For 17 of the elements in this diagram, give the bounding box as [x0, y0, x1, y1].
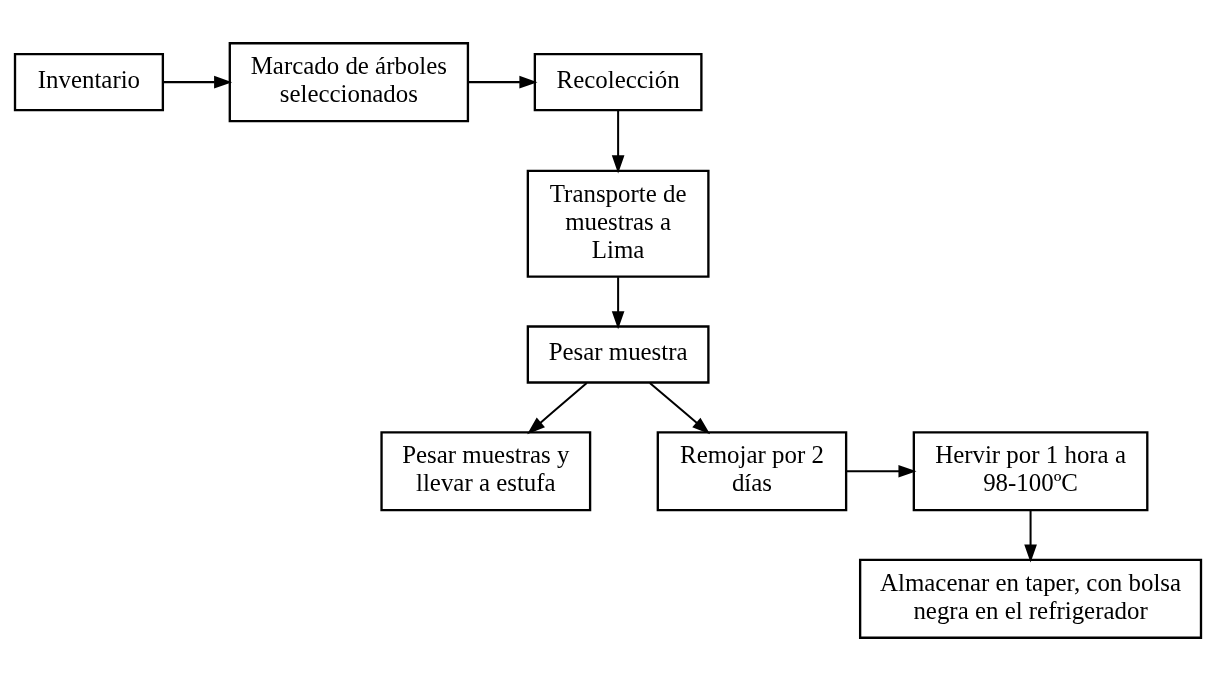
node-box: Hervir por 1 hora a 98-100ºC — [912, 431, 1149, 512]
arrow — [1024, 510, 1037, 563]
arrow — [846, 464, 917, 478]
arrow — [527, 382, 588, 435]
node-box: Remojar por 2 días — [656, 431, 848, 512]
node-box: Pesar muestra — [526, 325, 710, 384]
node-box: Inventario — [13, 52, 165, 112]
node-box: Transporte de muestras a Lima — [526, 169, 710, 278]
node-box: Almacenar en taper, con bolsa negra en el refrigerador — [858, 558, 1203, 639]
arrow — [611, 277, 625, 330]
node-box: Marcado de árboles seleccionados — [228, 42, 470, 123]
arrow — [163, 75, 233, 89]
node-box: Recolección — [533, 52, 703, 112]
arrow — [468, 75, 538, 89]
arrow — [611, 110, 625, 174]
arrow — [649, 382, 711, 435]
node-box: Pesar muestras y llevar a estufa — [380, 431, 592, 512]
